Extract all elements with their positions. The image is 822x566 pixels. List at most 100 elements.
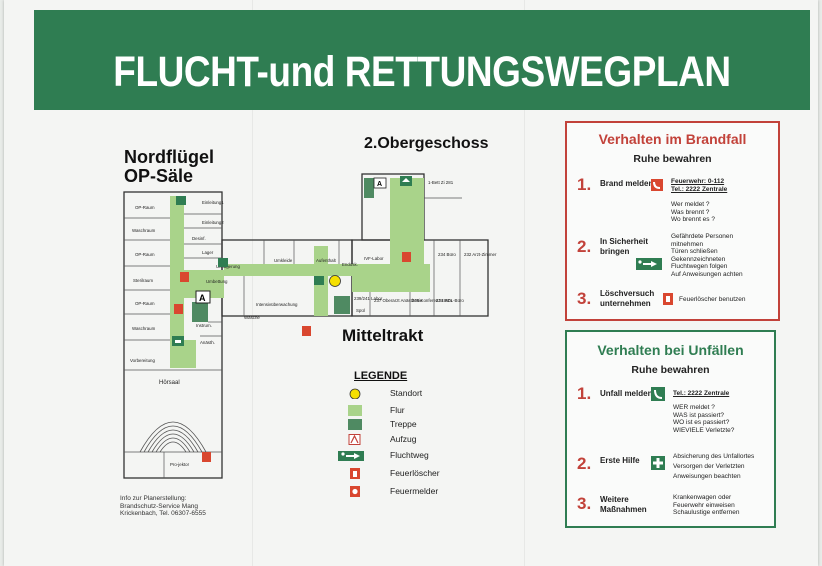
info-line: Brandschutz-Service Mang xyxy=(120,502,199,510)
elevator-icon xyxy=(195,290,211,304)
first-aid-icon xyxy=(651,456,665,470)
lecture-seating xyxy=(139,421,207,453)
floor-label: 2.Obergeschoss xyxy=(364,135,489,152)
title-banner: FLUCHT-und RETTUNGSWEGPLAN xyxy=(34,10,810,110)
step-label: In Sicherheit bringen xyxy=(600,237,649,256)
phone-icon xyxy=(651,179,663,191)
step-label: Weitere Maßnahmen xyxy=(600,495,647,514)
legend-item-standort: Standort xyxy=(324,386,504,402)
legend-label: Treppe xyxy=(390,419,417,429)
fire-alarm-icon xyxy=(350,486,360,497)
fire-subtitle: Ruhe bewahren xyxy=(633,153,712,165)
escape-route-icon xyxy=(338,451,364,461)
room-label: Umbettung xyxy=(206,279,228,284)
north-wing-label: Nordflügel OP-Säle xyxy=(124,148,214,186)
step-label: Brand melden xyxy=(600,179,654,188)
room-label: 239/241 Labor xyxy=(354,296,383,301)
room-label: OP-Raum xyxy=(135,301,155,306)
room-label: Vorbereitung xyxy=(130,358,155,363)
elevator-label: A xyxy=(199,293,206,303)
legend-title: LEGENDE xyxy=(354,370,408,382)
escape-route-icon xyxy=(636,258,662,270)
extinguisher-icons xyxy=(174,252,411,462)
info-line: Krickenbach, Tel. 06307-6555 xyxy=(120,510,206,517)
floor-plan: OP-Raum Waschraum OP-Raum Sterilraum OP-… xyxy=(123,173,497,479)
legend-item-fluchtweg: Fluchtweg xyxy=(324,448,504,464)
step-details: WER meldet ? WAS ist passiert? WO ist es… xyxy=(673,404,735,434)
stairs-swatch-icon xyxy=(348,419,362,430)
room-label: Spül xyxy=(356,308,365,313)
legend-label: Fluchtweg xyxy=(390,450,429,460)
room-label: Sterilraum xyxy=(133,278,153,283)
step-number: 2. xyxy=(577,454,592,473)
step-number: 1. xyxy=(577,384,592,403)
accident-title: Verhalten bei Unfällen xyxy=(597,342,744,358)
room-labels: OP-Raum Waschraum OP-Raum Sterilraum OP-… xyxy=(130,180,497,467)
room-label: 237 Oberarzt Anästhesie xyxy=(374,298,423,303)
extinguisher-icon xyxy=(663,293,673,305)
room-label: Desinf. xyxy=(192,236,206,241)
north-wing-outline xyxy=(123,191,223,479)
north-wing-name: Nordflügel xyxy=(124,147,214,167)
room-label: Umkleide xyxy=(274,258,293,263)
step-details: Wer meldet ? Was brennt ? Wo brennt es ? xyxy=(671,201,715,224)
accident-instructions-box: Verhalten bei Unfällen Ruhe bewahren 1. … xyxy=(565,330,776,528)
room-label: 234 Büro xyxy=(438,252,456,257)
legend-item-feuerloescher: Feuerlöscher xyxy=(324,466,504,482)
room-label: Waschraum xyxy=(132,228,156,233)
middle-wing-label: Mitteltrakt xyxy=(342,326,424,345)
room-label: Aufenthalt xyxy=(316,258,337,263)
room-label: 1-Bett Zi 281 xyxy=(428,180,454,185)
room-label: Einleitung2 xyxy=(202,220,224,225)
step-label: Löschversuch unternehmen xyxy=(600,289,655,308)
legend-label: Feuermelder xyxy=(390,486,439,496)
elevator-label: A xyxy=(377,181,382,188)
phone-icon xyxy=(651,387,665,401)
plan-title: FLUCHT-und RETTUNGSWEGPLAN xyxy=(113,48,731,96)
room-label: Einleitung1 xyxy=(202,200,224,205)
corridor-swatch-icon xyxy=(348,405,362,416)
legend-item-aufzug: Aufzug xyxy=(324,432,504,448)
paper-fold xyxy=(252,0,253,566)
standort-icon xyxy=(349,388,361,399)
stairs xyxy=(192,178,374,322)
room-label: Endosk. xyxy=(342,262,358,267)
step-details: Tel.: 2222 Zentrale xyxy=(673,390,730,397)
room-label: Instrum. xyxy=(196,323,212,328)
legend-label: Flur xyxy=(390,405,405,415)
step-number: 1. xyxy=(577,175,592,194)
fire-title: Verhalten im Brandfall xyxy=(598,131,747,147)
step-number: 2. xyxy=(577,237,592,256)
step-label: Erste Hilfe xyxy=(600,456,640,465)
room-label: Lager xyxy=(202,250,214,255)
room-label: 235 Konferenz-raum xyxy=(412,298,452,303)
extinguisher-icon xyxy=(350,468,360,479)
room-label: 233 PDL-Büro xyxy=(436,298,464,303)
room-label: Wäsche xyxy=(244,315,260,320)
elevator-icon xyxy=(373,177,387,189)
room-label: Intensivüberwachung xyxy=(256,302,298,307)
info-line: Info zur Planerstellung: xyxy=(120,495,187,502)
step-details: Krankenwagen oder Feuerwehr einweisen Sc… xyxy=(673,494,740,517)
room-label: OP-Raum xyxy=(135,205,155,210)
legend-label: Standort xyxy=(390,388,423,398)
escape-route-icons xyxy=(172,176,412,346)
standort-marker xyxy=(329,275,341,287)
plan-sheet: FLUCHT-und RETTUNGSWEGPLAN xyxy=(4,0,818,566)
room-label: Anästh. xyxy=(200,340,215,345)
step-label: Unfall melden xyxy=(600,389,653,398)
accident-subtitle: Ruhe bewahren xyxy=(631,364,710,376)
room-label: OP-Raum xyxy=(135,252,155,257)
room-label: Umlagerung xyxy=(216,264,240,269)
step-details: Feuerwehr: 0-112 Tel.: 2222 Zentrale xyxy=(671,178,728,193)
step-details: Gefährdete Personen mitnehmen Türen schl… xyxy=(671,233,743,278)
legend-item-treppe: Treppe xyxy=(324,417,504,433)
north-wing-sub: OP-Säle xyxy=(124,166,194,186)
step-details: Absicherung des Unfallortes Versorgen de… xyxy=(673,453,755,480)
info-footer: Info zur Planerstellung: Brandschutz-Ser… xyxy=(120,495,206,518)
elevator-icon xyxy=(348,434,361,445)
room-label: IVF-Labor xyxy=(364,256,384,261)
step-details: Feuerlöscher benutzen xyxy=(679,296,746,303)
step-number: 3. xyxy=(577,494,592,513)
legend-label: Aufzug xyxy=(390,434,417,444)
